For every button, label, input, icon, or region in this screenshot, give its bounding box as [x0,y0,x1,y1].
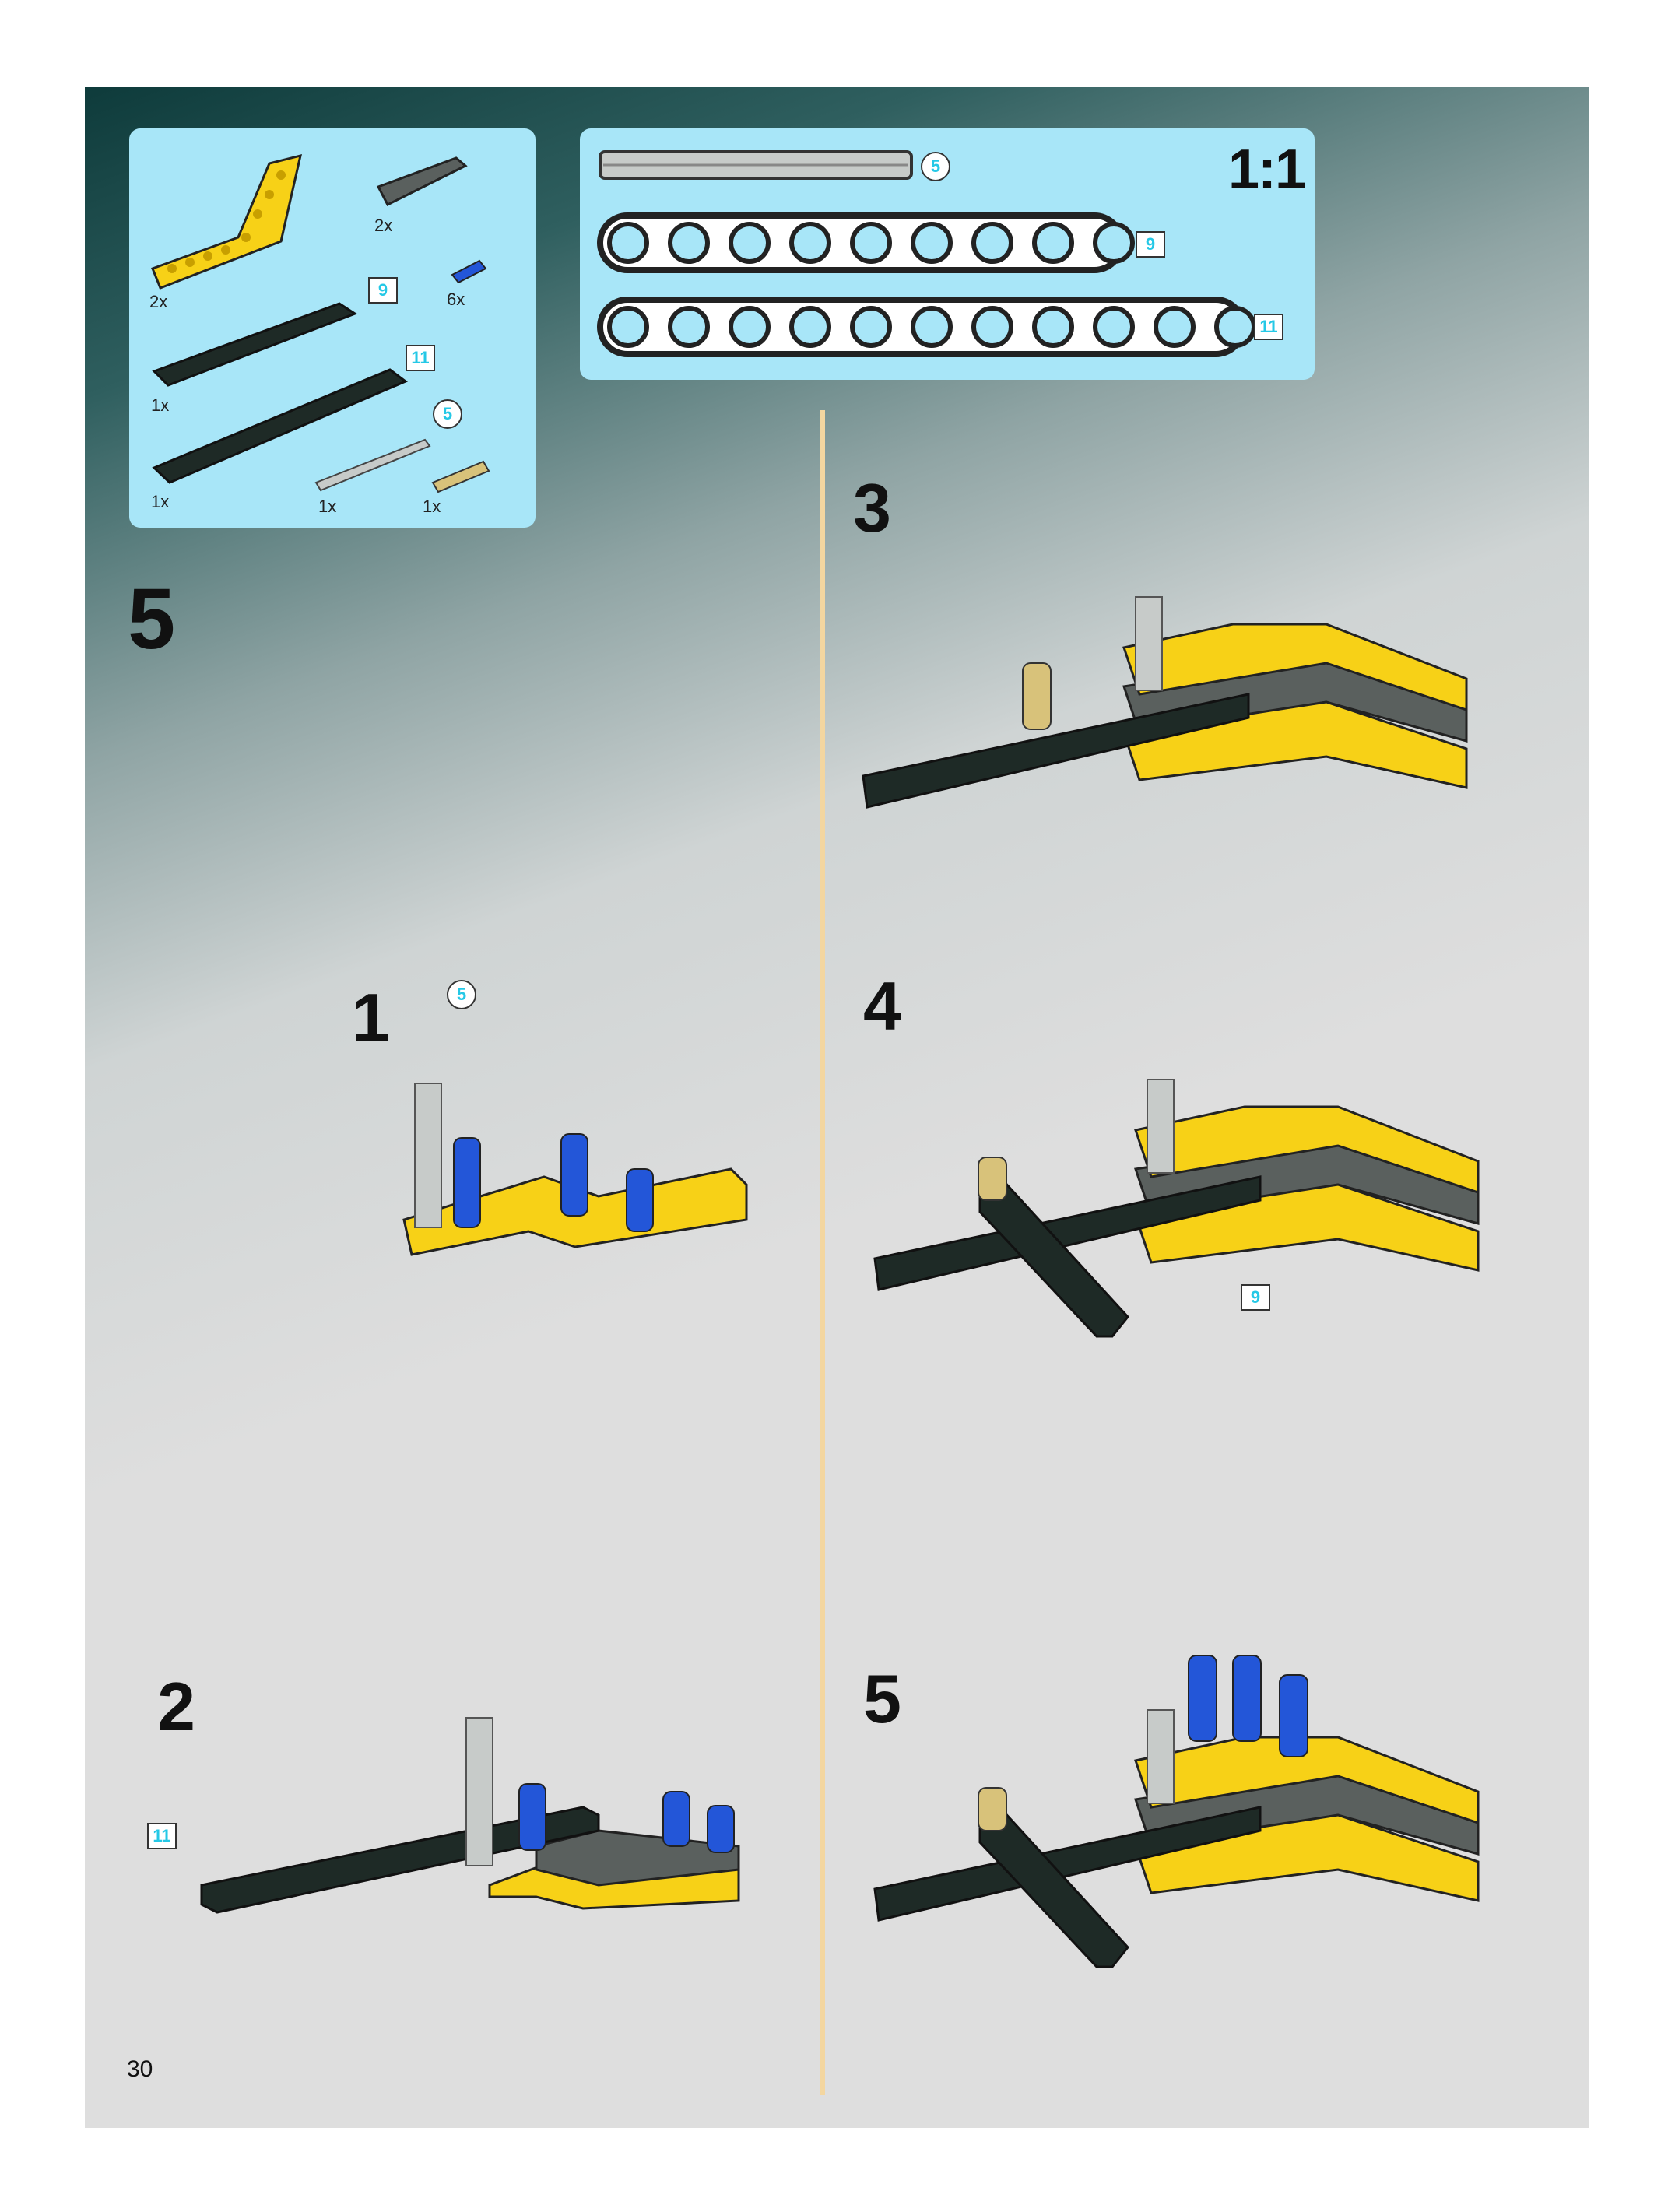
ruler-beam-9-badge: 9 [1136,231,1165,258]
parts-list-illustration [129,128,536,528]
qty-black-liftarm-9: 1x [151,395,169,416]
substep-4-illustration [871,990,1571,1356]
beam-hole [1034,308,1072,346]
beam-hole [609,308,647,346]
ruler-axle-badge: 5 [921,152,950,181]
beam-hole [731,224,768,262]
step-number: 5 [128,570,175,669]
beam-hole [913,224,950,262]
black-liftarm-9-part [154,304,355,385]
beam-hole [731,308,768,346]
beam-hole [1095,224,1132,262]
instruction-page: 2x 2x 6x 1x 1x 1x 1x 9 11 5 5 9 11 1:1 5 [85,87,1589,2128]
parts-list-panel: 2x 2x 6x 1x 1x 1x 1x 9 11 5 [129,128,536,528]
length-badge-11: 11 [406,345,435,371]
beam-hole [792,308,829,346]
beam-hole [1095,308,1132,346]
substep-2-illustration [194,1706,816,1963]
qty-black-liftarm-11: 1x [151,492,169,512]
blue-connector-pin-part [452,261,486,283]
beam-hole [1156,308,1193,346]
beam-hole [1034,224,1072,262]
qty-axle: 1x [318,497,336,517]
qty-tan-pin: 1x [423,497,441,517]
scale-ruler-panel: 5 9 11 1:1 [580,128,1315,380]
axle-5-part [316,440,430,490]
ruler-beam-11-badge: 11 [1254,314,1283,340]
beam-hole [974,224,1011,262]
substep-3-illustration [859,507,1560,842]
tan-axle-pin-part [433,462,489,492]
substep-2-callout: 11 [147,1823,177,1849]
substep-5-illustration [871,1601,1571,1990]
length-badge-9: 9 [368,277,398,304]
page-number: 30 [127,2056,153,2083]
qty-yellow-liftarm: 2x [149,292,167,312]
beam-hole [792,224,829,262]
dark-gray-liftarm-part [378,158,465,205]
beam-hole [609,224,647,262]
beam-hole [670,308,708,346]
scale-label: 1:1 [1228,138,1305,202]
substep-2-number: 2 [157,1667,195,1747]
beam-hole [852,308,890,346]
substep-1-illustration [396,990,832,1317]
beam-hole [913,308,950,346]
qty-gray-liftarm: 2x [374,216,392,236]
beam-hole [852,224,890,262]
beam-hole [1217,308,1254,346]
beam-hole [974,308,1011,346]
beam-hole [670,224,708,262]
yellow-bent-liftarm-part [153,156,300,288]
substep-1-number: 1 [352,978,390,1058]
qty-blue-pin: 6x [447,290,465,310]
length-badge-5: 5 [433,399,462,429]
